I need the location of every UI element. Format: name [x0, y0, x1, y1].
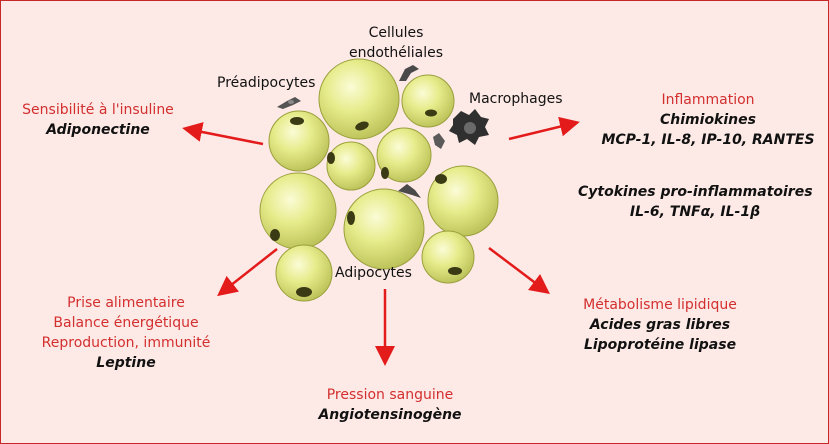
adipocyte-cell — [427, 165, 499, 237]
arrow-lipid — [488, 247, 550, 295]
adipocyte-cell — [268, 110, 330, 172]
pressure-category: Pression sanguine — [326, 387, 454, 403]
chemokines-list: MCP-1, IL-8, IP-10, RANTES — [601, 132, 815, 148]
feeding-category-2: Balance énergétique — [53, 315, 199, 331]
adipocyte-cell — [326, 141, 376, 191]
label-endothelial-line-1: Cellules — [368, 25, 424, 41]
cytokines-title: Cytokines pro-inflammatoires — [578, 184, 813, 200]
adipocyte-cell — [401, 74, 455, 128]
feeding-factor: Leptine — [96, 355, 156, 371]
cytokines-list: IL-6, TNFα, IL-1β — [629, 204, 761, 220]
lipid-category: Métabolisme lipidique — [583, 297, 737, 313]
chemokines-title: Chimiokines — [660, 112, 756, 128]
inflammation-category: Inflammation — [661, 92, 755, 108]
adipocyte-cell — [421, 230, 475, 284]
output-lipid: Métabolisme lipidique Acides gras libres… — [569, 295, 751, 355]
adipocyte-cell — [343, 188, 425, 270]
endothelial-cell-icon — [399, 65, 419, 81]
label-endothelial-cells: Cellules endothéliales — [341, 23, 451, 63]
adipocyte-cell — [275, 244, 333, 302]
pressure-factor: Angiotensinogène — [318, 407, 462, 423]
label-adipocytes: Adipocytes — [335, 265, 412, 281]
adipocyte-cell — [259, 172, 337, 250]
output-feeding: Prise alimentaire Balance énergétique Re… — [33, 293, 219, 373]
feeding-category-1: Prise alimentaire — [67, 295, 185, 311]
arrow-inflammation — [508, 116, 580, 141]
feeding-category-3: Reproduction, immunité — [41, 335, 211, 351]
insulin-factor: Adiponectine — [46, 122, 150, 138]
adipocyte-cell — [318, 58, 400, 140]
label-preadipocytes: Préadipocytes — [217, 75, 316, 91]
label-macrophages: Macrophages — [469, 91, 563, 107]
preadipocyte-nucleus-icon — [288, 100, 294, 104]
output-pressure: Pression sanguine Angiotensinogène — [305, 385, 475, 425]
insulin-category: Sensibilité à l'insuline — [22, 102, 174, 118]
adipocyte-cell — [376, 127, 432, 183]
endothelial-cell-icon — [398, 184, 421, 198]
lipid-factor-1: Acides gras libres — [589, 317, 731, 333]
lipid-factor-2: Lipoprotéine lipase — [583, 337, 737, 353]
output-cytokines: Cytokines pro-inflammatoires IL-6, TNFα,… — [578, 182, 813, 222]
macrophage-nucleus-icon — [464, 122, 476, 134]
arrow-feeding — [217, 248, 278, 297]
output-inflammation: Inflammation Chimiokines MCP-1, IL-8, IP… — [593, 90, 823, 150]
output-insulin: Sensibilité à l'insuline Adiponectine — [13, 100, 183, 140]
label-endothelial-line-2: endothéliales — [348, 45, 444, 61]
arrow-insulin — [182, 122, 264, 146]
endothelial-cell-icon — [433, 133, 445, 149]
